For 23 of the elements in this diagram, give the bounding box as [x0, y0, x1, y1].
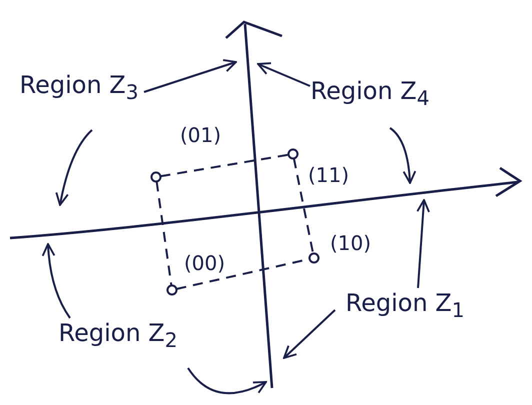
arrow: [144, 59, 237, 93]
region-label: Region Z$_{3}$: [14, 70, 144, 107]
point-label: (10): [330, 232, 372, 254]
point-label: (01): [180, 124, 222, 146]
region-label: Region Z$_{4}$: [300, 76, 440, 113]
constellation-point: [308, 252, 320, 264]
arrow: [389, 127, 416, 184]
arrow: [257, 62, 310, 87]
point-label: (11): [308, 164, 350, 186]
dashed-line: [292, 158, 314, 254]
dashed-line: [156, 181, 172, 286]
dashed-line: [160, 154, 289, 178]
region-label: Region Z$_{2}$: [48, 318, 188, 355]
arrow: [42, 243, 71, 319]
arrow: [187, 367, 267, 394]
point-label: (00): [184, 252, 226, 274]
arrow: [416, 199, 430, 288]
arrow: [56, 129, 93, 206]
region-label: Region Z$_{1}$: [335, 288, 475, 325]
arrow: [283, 309, 336, 359]
constellation-point: [150, 172, 162, 182]
constellation-point: [166, 284, 178, 296]
constellation-point: [288, 148, 298, 160]
